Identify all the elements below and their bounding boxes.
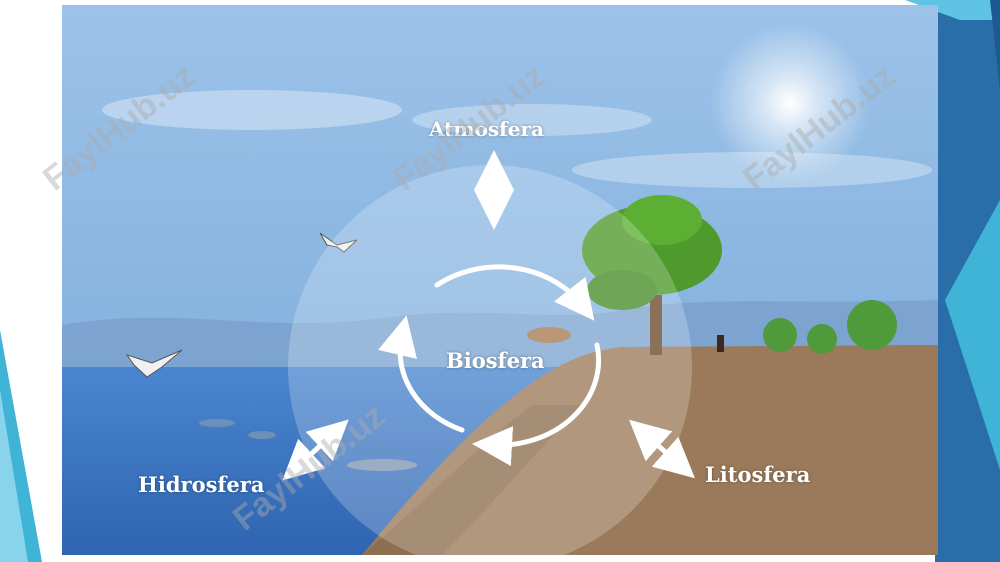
small-tree bbox=[807, 324, 837, 354]
biosphere-diagram bbox=[62, 5, 938, 555]
label-lithosphere: Litosfera bbox=[705, 462, 811, 487]
left-light-triangle bbox=[0, 390, 28, 562]
bird bbox=[319, 232, 358, 253]
fish bbox=[347, 459, 417, 471]
right-dark-triangle bbox=[990, 0, 1000, 90]
arrow-lithosphere bbox=[629, 419, 695, 479]
person bbox=[717, 335, 724, 352]
small-tree bbox=[763, 318, 797, 352]
arrow-hydrosphere bbox=[282, 419, 349, 481]
cloud bbox=[572, 152, 932, 188]
label-biosphere: Biosfera bbox=[446, 348, 545, 373]
small-tree bbox=[847, 300, 897, 350]
bird bbox=[125, 349, 183, 378]
tree-trunk bbox=[650, 295, 662, 355]
biosphere-sphere bbox=[288, 165, 692, 555]
sun bbox=[710, 23, 870, 183]
fish bbox=[248, 431, 276, 439]
label-atmosphere: Atmosfera bbox=[429, 117, 544, 141]
right-cyan-triangle bbox=[945, 200, 1000, 470]
biosphere-cycle bbox=[378, 264, 602, 467]
tree-crown bbox=[587, 270, 657, 310]
cloud bbox=[412, 104, 652, 136]
label-hydrosphere: Hidrosfera bbox=[138, 472, 265, 497]
tree-crown bbox=[622, 195, 702, 245]
deer bbox=[527, 327, 571, 343]
cloud bbox=[102, 90, 402, 130]
fish bbox=[199, 419, 235, 427]
